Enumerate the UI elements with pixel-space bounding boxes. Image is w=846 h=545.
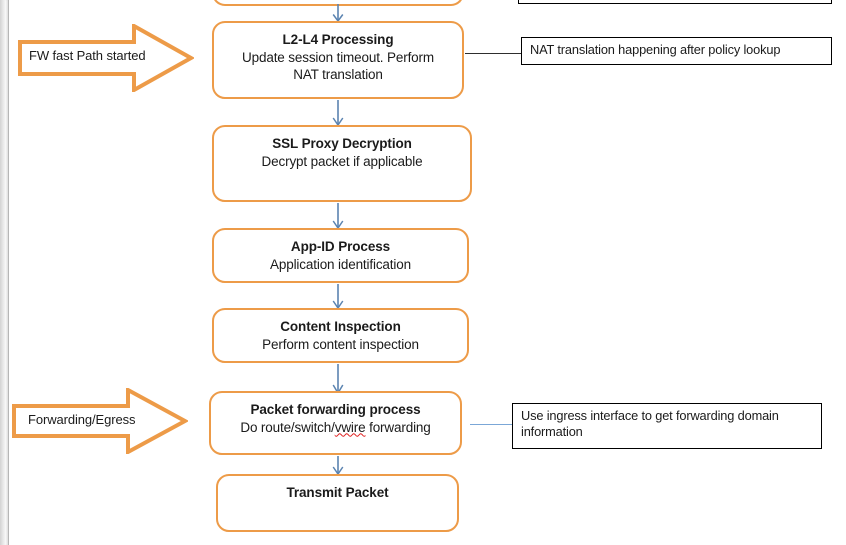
connector-arrow-to-transmit-packet — [331, 456, 345, 476]
process-title: L2-L4 Processing — [282, 32, 394, 47]
stage-arrow-label-fw-fast-path: FW fast Path started — [29, 48, 146, 63]
leader-line-ingress-note — [470, 424, 512, 425]
process-box-transmit-packet[interactable]: Transmit Packet — [216, 474, 459, 532]
page-edge-strip — [0, 0, 9, 545]
process-subtitle-misspelled-word: vwire — [334, 419, 366, 435]
note-text-line-1: Use ingress interface to get forwarding … — [521, 408, 779, 423]
note-box-ingress-interface[interactable]: Use ingress interface to get forwarding … — [512, 403, 822, 449]
process-box-content-inspection[interactable]: Content Inspection Perform content inspe… — [212, 308, 469, 363]
stage-arrow-label-forwarding-egress: Forwarding/Egress — [28, 412, 136, 427]
connector-arrow-to-ssl — [331, 100, 345, 127]
note-text-line-2: information — [521, 424, 583, 440]
process-subtitle-line-1: Do route/switch/vwire forwarding — [211, 420, 460, 437]
process-subtitle-line-1: Application identification — [270, 256, 411, 272]
process-box-ssl-proxy-decryption[interactable]: SSL Proxy Decryption Decrypt packet if a… — [212, 125, 472, 202]
connector-arrow-to-content-inspection — [331, 284, 345, 310]
connector-arrow-to-l2l4 — [331, 4, 345, 23]
process-title: SSL Proxy Decryption — [272, 136, 412, 151]
connector-arrow-to-appid — [331, 203, 345, 230]
process-title: App-ID Process — [290, 239, 391, 254]
process-box-app-id-process[interactable]: App-ID Process Application identificatio… — [212, 228, 469, 283]
process-title: Packet forwarding process — [250, 402, 421, 417]
process-title: Content Inspection — [280, 319, 401, 334]
process-subtitle-prefix: Do route/switch/ — [240, 419, 335, 435]
process-subtitle-line-1: Update session timeout. Perform — [242, 49, 434, 65]
page-edge-shading — [0, 0, 5, 545]
stage-arrow-forwarding-egress[interactable] — [12, 388, 188, 454]
process-subtitle-line-2: NAT translation — [293, 67, 383, 83]
leader-line-nat-note — [465, 53, 521, 54]
connector-arrow-to-packet-forwarding — [331, 364, 345, 395]
process-box-l2-l4-processing[interactable]: L2-L4 Processing Update session timeout.… — [212, 21, 464, 99]
partial-note-box-above — [518, 0, 832, 4]
process-title: Transmit Packet — [286, 485, 389, 500]
process-box-packet-forwarding-process[interactable]: Packet forwarding process Do route/switc… — [209, 391, 462, 455]
process-subtitle-line-1: Decrypt packet if applicable — [261, 153, 423, 169]
note-text-line-1: NAT translation happening after policy l… — [530, 42, 781, 57]
stage-arrow-fw-fast-path-started[interactable] — [18, 24, 194, 92]
note-box-nat-translation[interactable]: NAT translation happening after policy l… — [521, 37, 832, 65]
process-subtitle-line-1: Perform content inspection — [262, 336, 419, 352]
process-subtitle-suffix: forwarding — [365, 419, 431, 435]
